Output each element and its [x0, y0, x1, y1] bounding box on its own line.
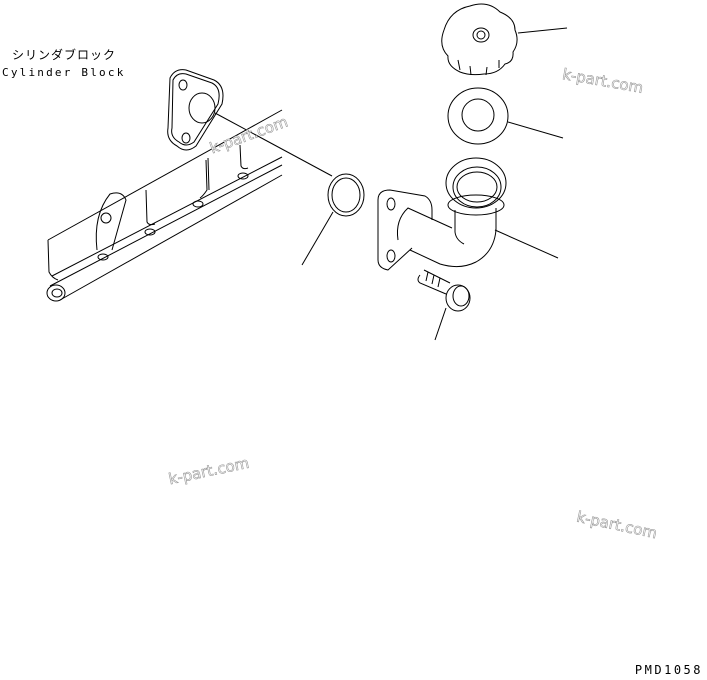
flange-gasket	[167, 69, 224, 151]
drawing-code: PMD1058	[634, 663, 703, 677]
leader-line	[494, 229, 559, 259]
filler-cap	[441, 3, 518, 76]
cylinder-block	[46, 109, 283, 302]
leader-line	[434, 307, 447, 341]
filler-elbow	[377, 157, 507, 271]
leader-line	[507, 121, 564, 139]
flange-bolt	[417, 269, 471, 312]
cylinder-block-label-en: Cylinder Block	[2, 66, 126, 79]
cap-gasket	[447, 87, 509, 145]
cylinder-block-label-jp: シリンダブロック	[12, 48, 117, 62]
leader-line	[517, 27, 568, 34]
leader-line	[301, 211, 334, 266]
o-ring	[327, 173, 365, 217]
leader-line	[214, 112, 333, 177]
